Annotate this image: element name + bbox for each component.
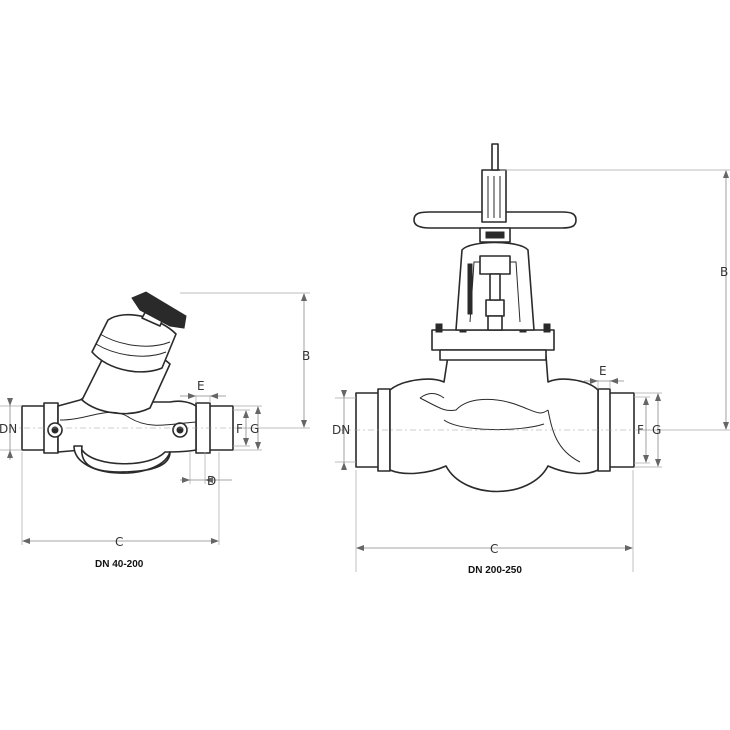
right-label-b: B	[720, 265, 728, 279]
right-label-g: G	[652, 423, 661, 437]
right-label-dn: DN	[332, 423, 350, 437]
left-label-c: C	[115, 535, 123, 549]
left-label-g: G	[250, 422, 259, 436]
right-label-f: F	[637, 423, 644, 437]
left-valve-bonnet-upper	[91, 313, 177, 373]
left-label-dn: DN	[0, 422, 17, 436]
left-label-b: B	[302, 349, 310, 363]
left-caption: DN 40-200	[95, 559, 144, 570]
left-valve-handwheel	[131, 291, 187, 329]
right-label-e: E	[599, 364, 607, 378]
left-label-d: D	[207, 474, 216, 488]
right-valve-yoke-nut	[479, 255, 511, 275]
left-valve-bottom-loop	[73, 445, 171, 474]
right-valve-stem-coupling	[485, 299, 505, 317]
right-valve-dimensions	[335, 169, 730, 572]
right-caption: DN 200-250	[468, 565, 522, 576]
right-valve-body	[389, 355, 599, 493]
right-valve	[340, 143, 650, 493]
left-label-e: E	[197, 379, 205, 393]
right-label-c: C	[490, 542, 498, 556]
left-label-f: F	[236, 422, 243, 436]
right-valve-flange-lower	[439, 349, 547, 361]
left-valve-dimensions	[0, 292, 310, 545]
left-valve	[10, 291, 250, 474]
right-valve-stem-tip	[491, 143, 499, 171]
right-valve-flange	[431, 329, 555, 351]
